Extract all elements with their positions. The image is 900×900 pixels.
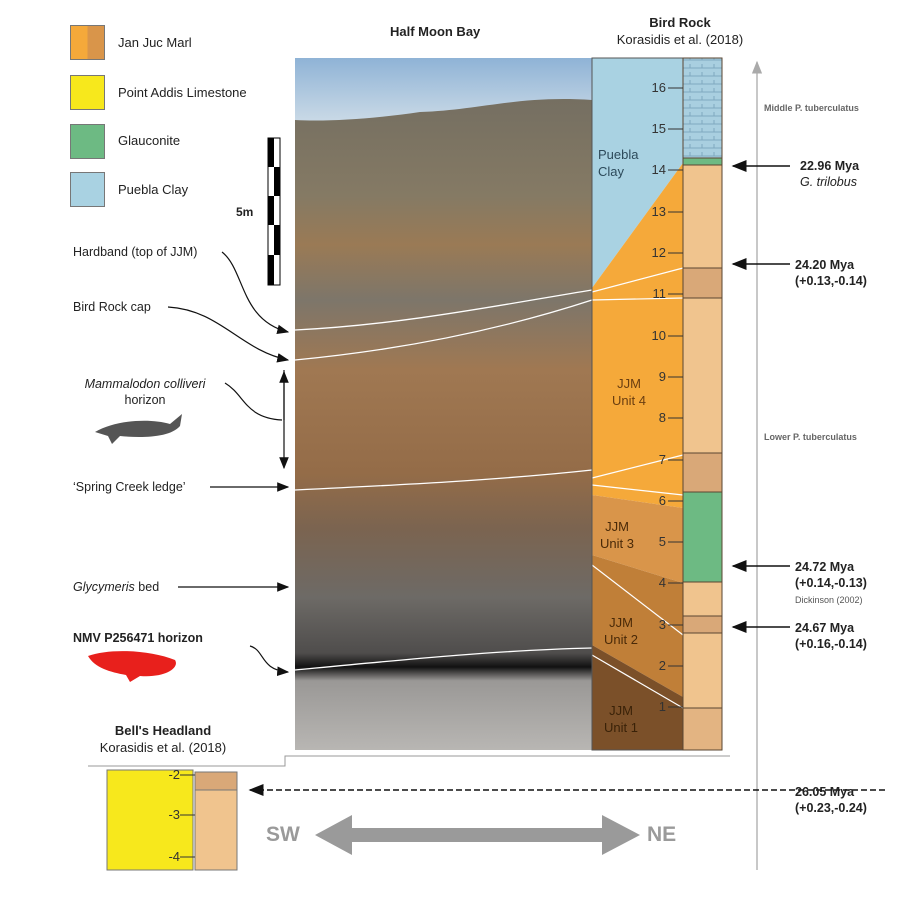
date-age: 24.72 Mya [795, 560, 855, 574]
date-24-67: 24.67 Mya (+0.16,-0.14) [795, 620, 867, 652]
unit-name: JJM [609, 615, 633, 630]
label-hardband: Hardband (top of JJM) [73, 245, 198, 259]
tick-label: 8 [658, 410, 666, 425]
zone-lower: Lower P. tuberculatus [764, 432, 857, 442]
bells-ref: Korasidis et al. (2018) [99, 740, 227, 755]
tick-label: 3 [658, 617, 666, 632]
bells-tick-label: -4 [168, 849, 180, 864]
date-age: 24.67 Mya [795, 621, 855, 635]
date-note: (+0.16,-0.14) [795, 637, 867, 651]
label-mammalodon: Mammalodon colliveri horizon [70, 376, 220, 408]
cliff-photo [294, 58, 593, 750]
unit-name: Unit 1 [604, 720, 638, 735]
tick-label: 7 [658, 452, 666, 467]
tick-label: 4 [658, 575, 666, 590]
date-ref: Dickinson (2002) [795, 595, 863, 605]
glycymeris-bed: bed [134, 580, 160, 594]
unit-name: Unit 2 [604, 632, 638, 647]
bells-name: Bell's Headland [114, 723, 212, 738]
tick-label: 6 [658, 493, 666, 508]
unit-name: Puebla [598, 147, 639, 162]
tick-label: 13 [651, 204, 666, 219]
date-age: 26.05 Mya [795, 785, 855, 799]
unit-jjm-2: JJM Unit 2 [604, 614, 638, 648]
legend-swatch-point-addis [70, 75, 105, 110]
date-26-05: 26.05 Mya (+0.23,-0.24) [795, 784, 867, 816]
bells-tick-label: -3 [168, 807, 180, 822]
label-bird-rock-cap: Bird Rock cap [73, 300, 151, 314]
label-nmv: NMV P256471 horizon [73, 631, 203, 645]
legend-label: Jan Juc Marl [118, 35, 192, 50]
date-arrows [248, 160, 885, 796]
mammalodon-horizon: horizon [124, 393, 166, 407]
bird-rock-ref: Korasidis et al. (2018) [616, 32, 744, 47]
bells-tick-label: -2 [168, 767, 180, 782]
unit-name: JJM [605, 519, 629, 534]
unit-name: Unit 3 [600, 536, 634, 551]
unit-jjm-4: JJM Unit 4 [612, 375, 646, 409]
date-24-20: 24.20 Mya (+0.13,-0.14) [795, 257, 867, 289]
date-note: (+0.13,-0.14) [795, 274, 867, 288]
legend-label: Puebla Clay [118, 182, 189, 197]
direction-sw: SW [266, 823, 300, 846]
zone-middle: Middle P. tuberculatus [764, 103, 859, 113]
legend-swatch-jan-juc [70, 25, 105, 60]
strat-wedge [591, 57, 684, 751]
direction-ne: NE [647, 823, 677, 846]
unit-name: JJM [617, 376, 641, 391]
tick-label: 14 [651, 162, 666, 177]
date-note: G. trilobus [800, 175, 857, 189]
unit-name: JJM [609, 703, 633, 718]
tick-marks [668, 87, 683, 708]
mammalodon-whale-icon [95, 414, 182, 444]
unit-name: Unit 4 [612, 393, 646, 408]
date-age: 22.96 Mya [800, 159, 860, 173]
unit-jjm-1: JJM Unit 1 [604, 702, 638, 736]
half-moon-title: Half Moon Bay [390, 24, 481, 39]
direction-arrow [315, 815, 640, 855]
tick-label: 15 [651, 121, 666, 136]
label-spring-creek: ‘Spring Creek ledge’ [73, 480, 186, 494]
label-glycymeris: Glycymeris bed [73, 580, 159, 594]
scale-bar [267, 137, 281, 286]
tick-label: 1 [658, 699, 666, 714]
tick-label: 11 [652, 286, 667, 301]
tick-label: 2 [658, 658, 666, 673]
label-arrows [167, 251, 290, 677]
legend-swatch-puebla [70, 172, 105, 207]
bells-headland-column [106, 769, 238, 871]
tick-label: 12 [651, 245, 666, 260]
date-24-72: 24.72 Mya (+0.14,-0.13) Dickinson (2002) [795, 559, 867, 608]
bird-rock-column [682, 57, 723, 751]
date-22-96: 22.96 Mya G. trilobus [800, 158, 859, 190]
glycymeris-name: Glycymeris [73, 580, 135, 594]
mammalodon-name: Mammalodon colliveri [84, 377, 206, 391]
bird-rock-name: Bird Rock [649, 15, 711, 30]
tick-label: 9 [658, 369, 666, 384]
legend-label: Point Addis Limestone [118, 85, 247, 100]
scale-label: 5m [236, 205, 254, 219]
unit-name: Clay [598, 164, 625, 179]
legend-swatch-glauconite [70, 124, 105, 159]
tick-label: 5 [658, 534, 666, 549]
nmv-whale-icon [88, 651, 176, 682]
legend-label: Glauconite [118, 133, 181, 148]
tick-label: 16 [651, 80, 666, 95]
date-note: (+0.14,-0.13) [795, 576, 867, 590]
tick-label: 10 [651, 328, 666, 343]
date-age: 24.20 Mya [795, 258, 855, 272]
unit-jjm-3: JJM Unit 3 [600, 518, 634, 552]
date-note: (+0.23,-0.24) [795, 801, 867, 815]
